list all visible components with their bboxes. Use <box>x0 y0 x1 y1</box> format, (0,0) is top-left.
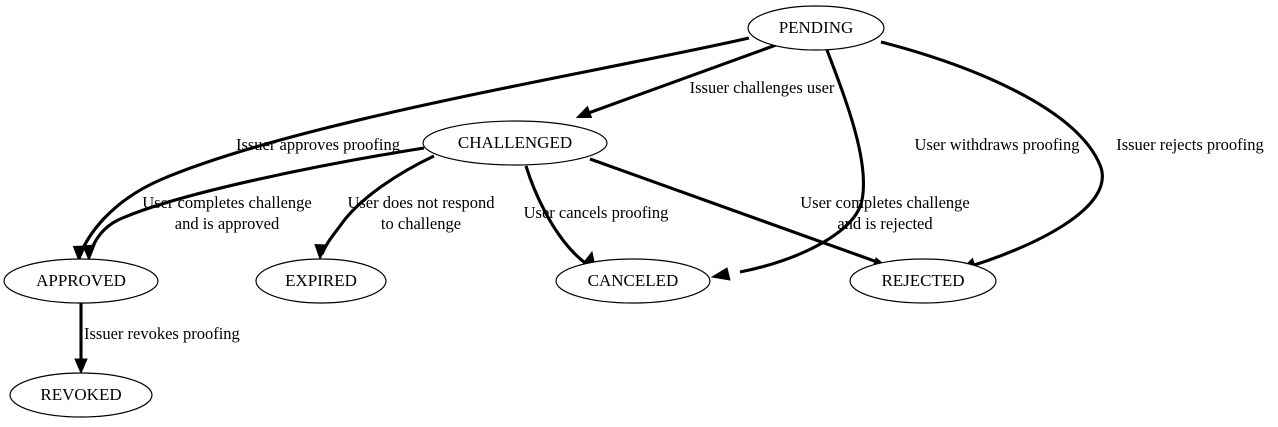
node-label-rejected: REJECTED <box>881 271 964 290</box>
node-expired[interactable]: EXPIRED <box>255 258 387 304</box>
edge-label-challenged-rejected-line2: and is rejected <box>837 214 933 233</box>
edge-pending-to-rejected <box>880 40 1104 271</box>
arrowhead-pending-canceled <box>710 267 731 281</box>
edge-path-challenged-expired <box>320 154 435 255</box>
node-label-challenged: CHALLENGED <box>458 133 572 152</box>
node-shape-canceled[interactable] <box>555 258 711 304</box>
edge-label-challenged-expired-line1: User does not respond <box>347 193 495 212</box>
edge-label-challenged-approved-line2: and is approved <box>175 214 280 233</box>
node-shape-expired[interactable] <box>255 258 387 304</box>
edge-approved-to-revoked <box>74 303 88 375</box>
node-label-expired: EXPIRED <box>285 271 357 290</box>
edge-label-pending-rejected: Issuer rejects proofing <box>1116 135 1264 154</box>
edge-path-pending-canceled <box>739 49 865 274</box>
edge-path-pending-challenged <box>582 43 777 117</box>
edge-pending-to-approved <box>72 36 750 263</box>
edge-label-challenged-approved-line1: User completes challenge <box>142 193 312 212</box>
node-revoked[interactable]: REVOKED <box>9 372 153 418</box>
edge-path-challenged-canceled <box>524 165 591 269</box>
edge-pending-to-challenged <box>575 43 777 118</box>
edge-challenged-to-approved <box>82 146 425 262</box>
edge-path-challenged-rejected <box>589 157 881 265</box>
edge-label-approved-revoked: Issuer revokes proofing <box>84 324 240 343</box>
arrowhead-approved-revoked <box>74 358 88 375</box>
edge-path-pending-rejected <box>880 40 1104 269</box>
edge-path-challenged-approved <box>88 146 425 255</box>
arrowhead-challenged-approved <box>82 244 96 262</box>
edge-label-pending-approved: Issuer approves proofing <box>236 135 400 154</box>
node-shape-approved[interactable] <box>3 258 159 304</box>
edge-labels-layer: Issuer approves proofing Issuer challeng… <box>84 78 1264 343</box>
edge-label-challenged-expired-line2: to challenge <box>381 214 461 233</box>
node-rejected[interactable]: REJECTED <box>849 258 997 304</box>
nodes-layer: PENDING CHALLENGED APPROVED EXPIRED CANC… <box>3 5 997 418</box>
node-label-approved: APPROVED <box>36 271 126 290</box>
arrowhead-pending-approved <box>72 245 87 263</box>
edge-label-challenged-rejected-line1: User completes challenge <box>800 193 970 212</box>
edge-pending-to-canceled <box>710 49 865 281</box>
arrowhead-challenged-expired <box>314 243 328 261</box>
edge-path-pending-approved <box>78 36 750 256</box>
node-approved[interactable]: APPROVED <box>3 258 159 304</box>
node-shape-rejected[interactable] <box>849 258 997 304</box>
node-shape-revoked[interactable] <box>9 372 153 418</box>
node-shape-challenged[interactable] <box>422 120 608 166</box>
edge-label-challenged-canceled: User cancels proofing <box>524 203 669 222</box>
edge-challenged-to-expired <box>314 154 435 261</box>
node-label-revoked: REVOKED <box>40 385 121 404</box>
edge-label-pending-challenged: Issuer challenges user <box>690 78 835 97</box>
node-label-canceled: CANCELED <box>588 271 679 290</box>
node-pending[interactable]: PENDING <box>747 5 885 51</box>
node-canceled[interactable]: CANCELED <box>555 258 711 304</box>
node-shape-pending[interactable] <box>747 5 885 51</box>
edge-label-pending-canceled: User withdraws proofing <box>915 135 1080 154</box>
arrowhead-pending-challenged <box>575 105 593 118</box>
node-challenged[interactable]: CHALLENGED <box>422 120 608 166</box>
node-label-pending: PENDING <box>779 18 854 37</box>
